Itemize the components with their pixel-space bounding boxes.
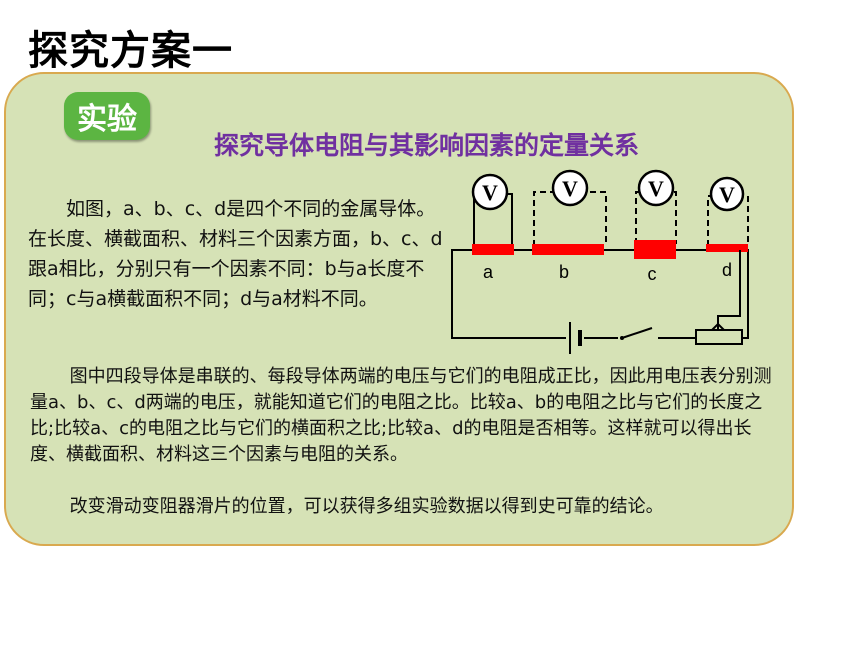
conductor-d (706, 244, 748, 252)
voltmeter-d-branch: V d (706, 176, 749, 280)
experiment-badge: 实验 (64, 92, 150, 140)
description-paragraph-3: 改变滑动变阻器滑片的位置，可以获得多组实验数据以得到史可靠的结论。 (69, 496, 664, 517)
voltmeter-d-symbol: V (719, 182, 735, 207)
experiment-subtitle: 探究导体电阻与其影响因素的定量关系 (214, 131, 640, 160)
circuit-wire (451, 249, 749, 339)
voltmeter-a-icon (471, 173, 509, 211)
description-paragraph-2: 图中四段导体是串联的、每段导体两端的电压与它们的电阻成正比，因此用电压表分别测量… (30, 366, 772, 465)
circuit-diagram: V a V b V c V d (451, 169, 749, 354)
voltmeter-b-icon (551, 169, 589, 207)
voltmeter-a-branch: V a (471, 173, 514, 282)
conductor-c (634, 240, 676, 259)
voltmeter-d-icon (709, 176, 745, 212)
conductor-label-b: b (559, 262, 569, 282)
conductor-b (532, 244, 604, 255)
voltmeter-b-branch: V b (532, 169, 607, 282)
battery-icon (566, 322, 584, 354)
conductor-label-c: c (648, 264, 657, 284)
voltmeter-a-symbol: V (482, 180, 498, 205)
conductor-a (472, 244, 514, 255)
voltmeter-b-symbol: V (562, 176, 578, 201)
voltmeter-c-branch: V c (634, 169, 677, 284)
rheostat-icon (695, 250, 743, 345)
voltmeter-c-symbol: V (648, 176, 664, 201)
conductor-label-d: d (722, 260, 732, 280)
experiment-panel (4, 72, 794, 546)
voltmeter-c-icon (637, 169, 675, 207)
page-title: 探究方案一 (28, 28, 233, 74)
conductor-label-a: a (483, 262, 494, 282)
description-paragraph-1: 如图，a、b、c、d是四个不同的金属导体。在长度、横截面积、材料三个因素方面，b… (28, 198, 443, 310)
switch-icon (618, 326, 658, 344)
